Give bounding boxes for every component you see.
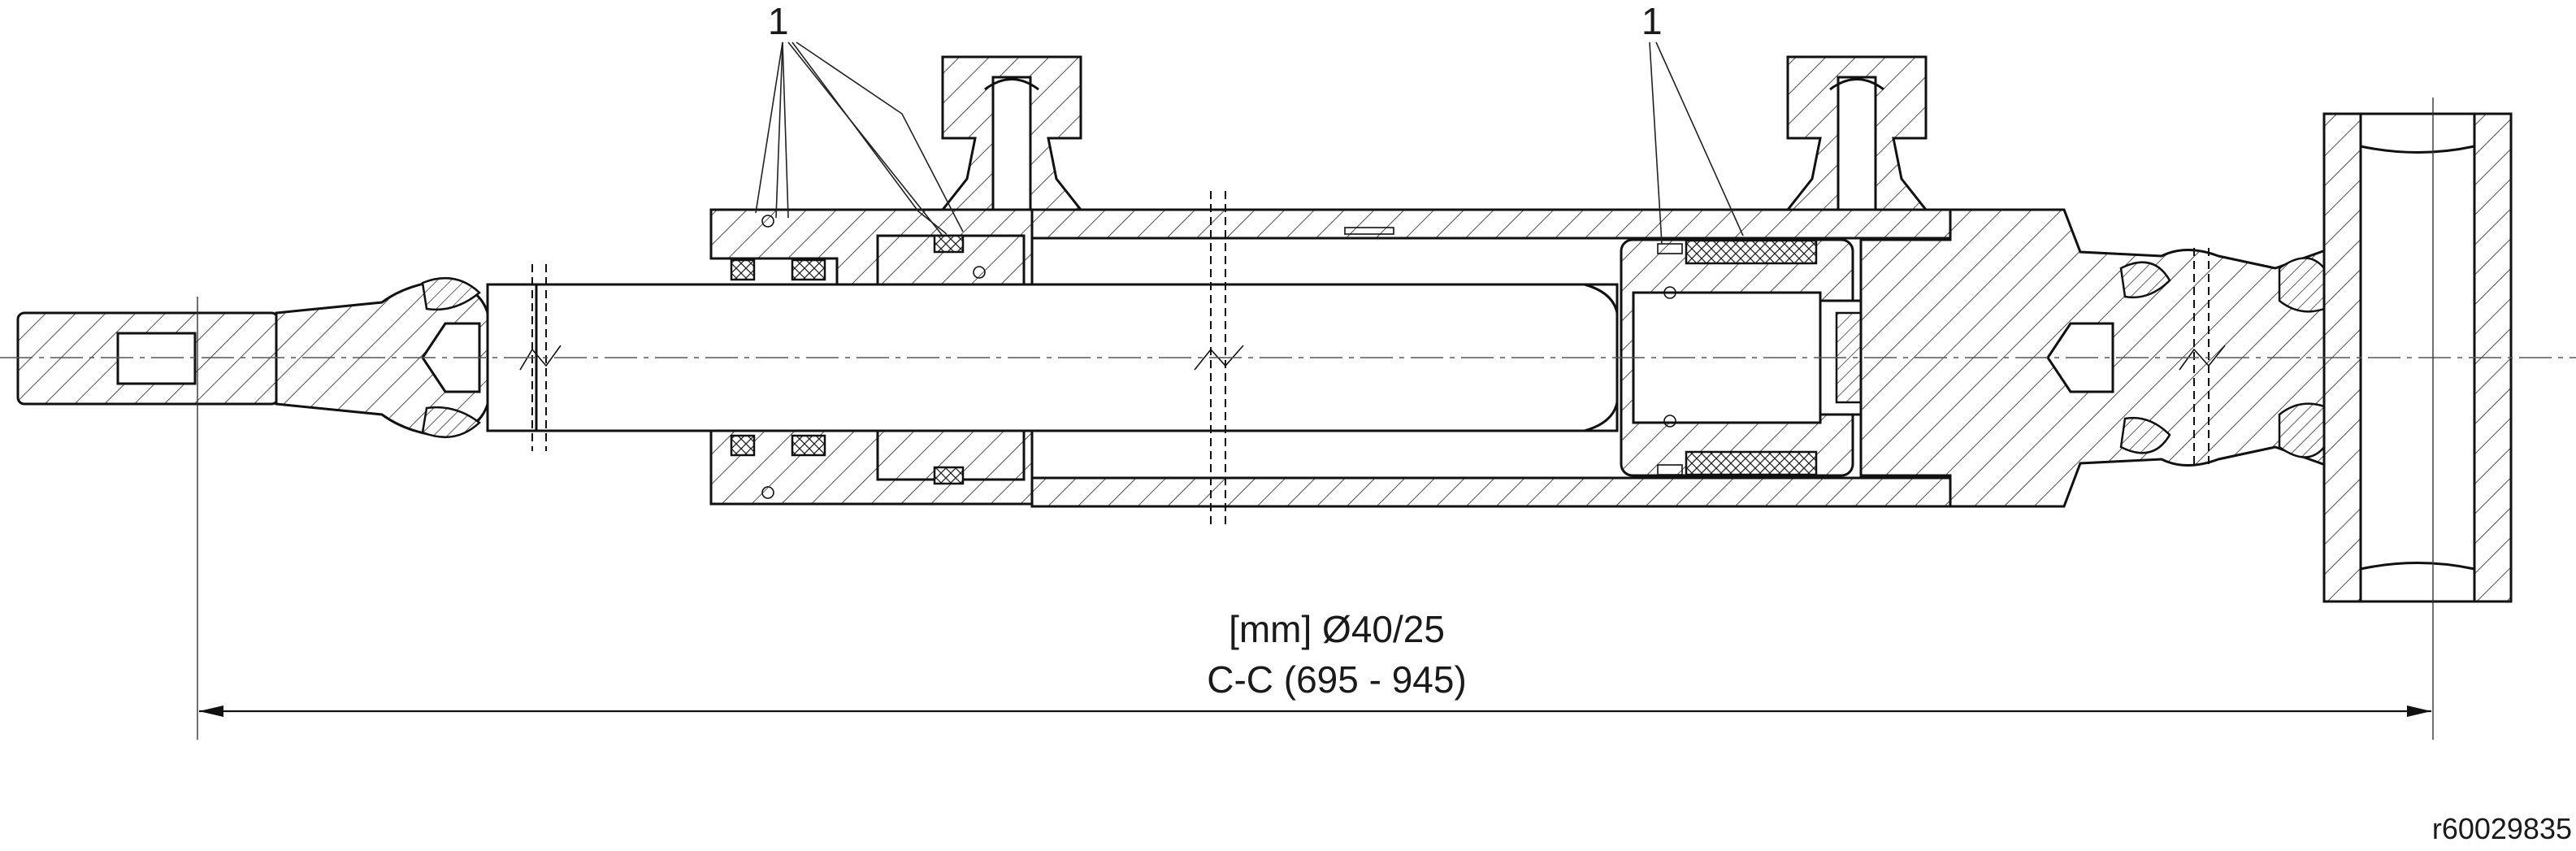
gland-head [709,208,1034,506]
rod-end-stud [16,276,489,439]
callout-leaders-left [755,41,964,237]
callout-label-right: 1 [1641,0,1663,42]
dimension-label-length: C-C (695 - 945) [1207,658,1467,701]
cylinder-tube [1030,208,1952,508]
document-id: r60029835 [2432,812,2572,845]
callout-label-left: 1 [768,0,789,42]
port-fitting-left [939,55,1084,211]
overall-length-dimension [197,98,2434,740]
dimension-label-bore: [mm] Ø40/25 [1229,608,1445,650]
port-fitting-right [1785,55,1929,211]
callout-leaders-right [1649,41,1744,245]
